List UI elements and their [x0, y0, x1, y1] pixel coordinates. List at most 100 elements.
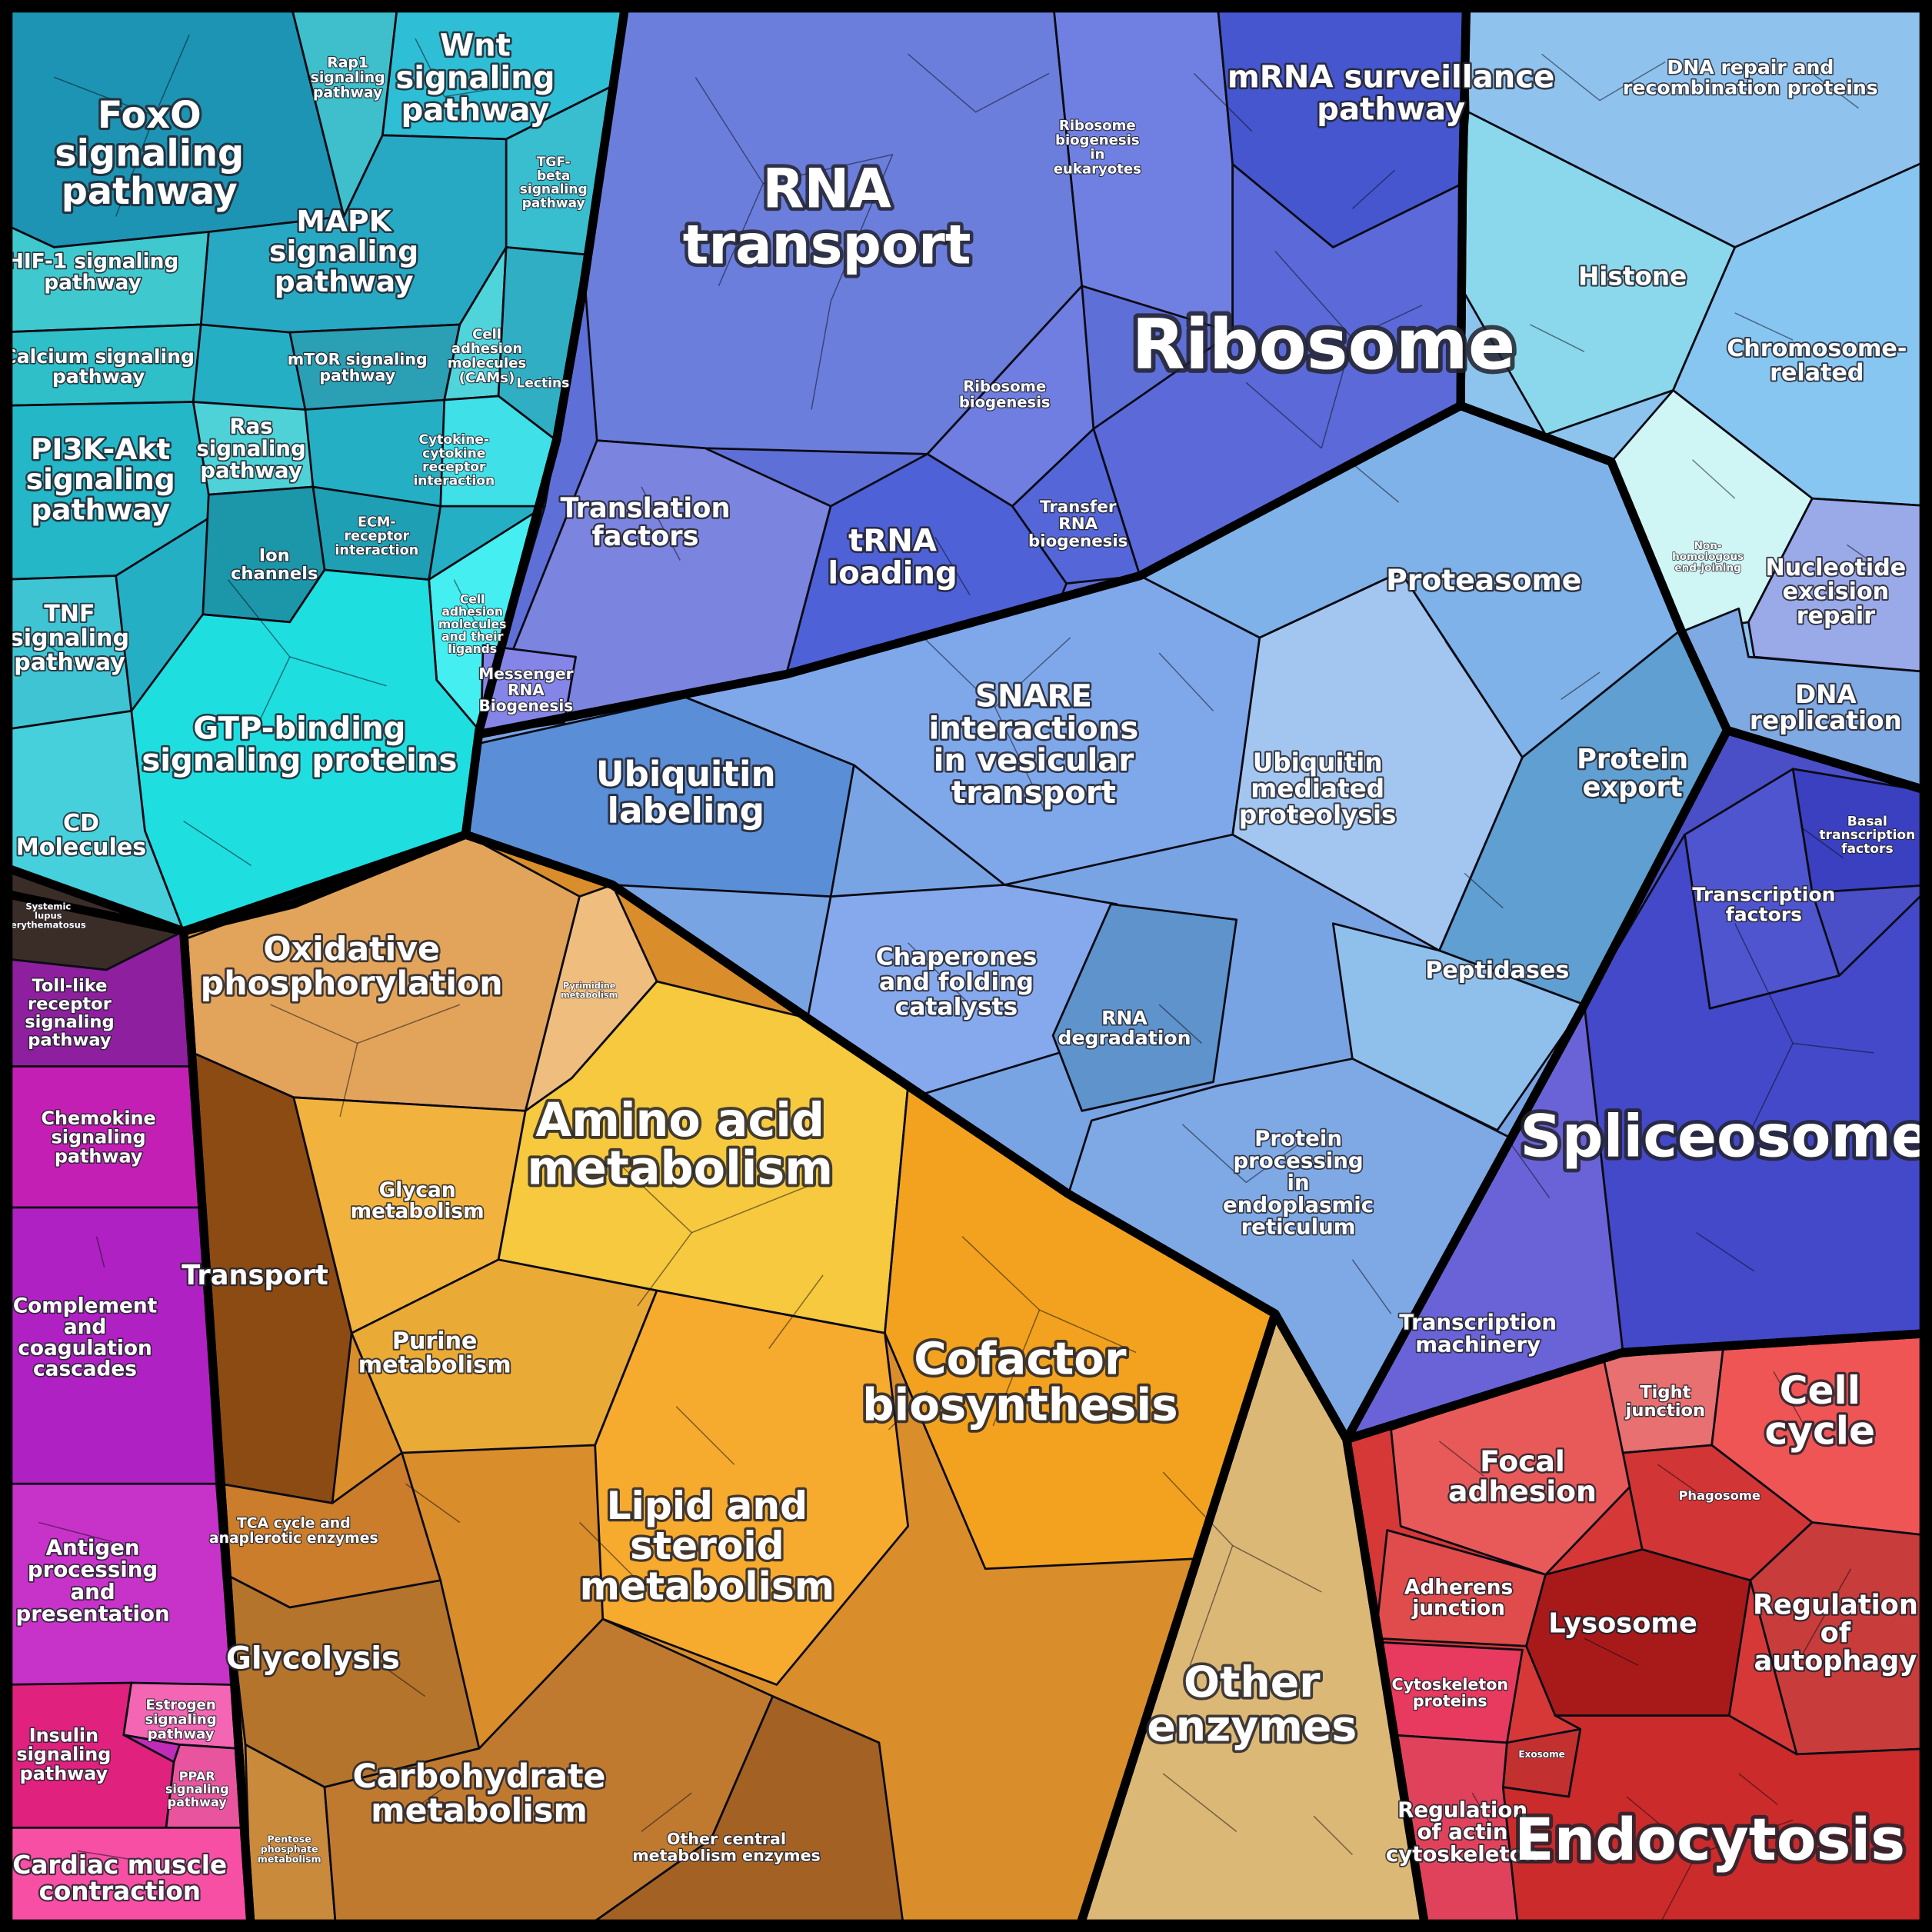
- immune-organismal-border: [0, 861, 256, 1932]
- metabolism-subdivision-10: [370, 1657, 426, 1697]
- translation-rna-subdivision-11: [934, 536, 971, 596]
- signaling-pathways-subdivision-7: [38, 637, 78, 668]
- translation-rna-subdivision-10: [641, 486, 681, 561]
- metabolism-subdivision-4: [768, 1274, 824, 1349]
- cellular-processes-subdivision-5: [1626, 1796, 1697, 1929]
- translation-rna-subdivision-12: [1351, 463, 1400, 503]
- immune-organismal-subdivision-2: [77, 1850, 152, 1864]
- dna-maintenance-subdivision-1: [1811, 72, 1859, 109]
- pi3k-akt-signaling-pathway-cell[interactable]: [0, 401, 229, 581]
- rna-degradation-cell[interactable]: [1051, 903, 1238, 1112]
- folding-sorting-degradation-subdivision-1: [994, 707, 1044, 808]
- cellular-processes-subdivision-6: [1696, 1819, 1794, 1856]
- other-enzymes-region-subdivision-1: [1232, 1544, 1322, 1593]
- translation-rna-subdivision-9: [1351, 169, 1396, 209]
- cellular-processes-subdivision-2: [1773, 1371, 1805, 1427]
- glycolysis-label: Glycolysis: [226, 1641, 400, 1676]
- metabolism-subdivision-9: [405, 1483, 461, 1524]
- translation-rna-subdivision-6: [1352, 305, 1423, 339]
- peptidases-label: Peptidases: [1425, 958, 1569, 984]
- dna-maintenance-subdivision-3: [1734, 312, 1794, 341]
- endocytosis-cell[interactable]: [1501, 1714, 1932, 1932]
- dna-maintenance-subdivision-5: [1847, 544, 1887, 573]
- exosome-label: Exosome: [1518, 1749, 1564, 1760]
- metabolism-subdivision-8: [1039, 1309, 1137, 1354]
- other-central-metabolism-enzymes-cell[interactable]: [578, 1695, 905, 1932]
- transcription-splicing-subdivision-2: [1696, 1232, 1755, 1272]
- phagosome-label: Phagosome: [1678, 1488, 1760, 1503]
- cd-molecules-cell[interactable]: [0, 710, 185, 933]
- immune-organismal-subdivision-1: [38, 1521, 112, 1543]
- peptidases-cell[interactable]: [1331, 922, 1586, 1131]
- antigen-processing-and-presentation-cell[interactable]: [0, 1482, 233, 1686]
- cardiac-muscle-contraction-cell[interactable]: [0, 1826, 252, 1932]
- signaling-pathways-subdivision-5: [183, 820, 251, 867]
- cellular-processes-subdivision-7: [1471, 1792, 1500, 1840]
- metabolism-subdivision-13: [888, 1391, 928, 1431]
- dna-maintenance-subdivision-0: [1541, 53, 1666, 102]
- regulation-of-autophagy-cell[interactable]: [1749, 1521, 1932, 1756]
- folding-sorting-degradation-subdivision-3: [1444, 641, 1477, 688]
- lectins-label: Lectins: [516, 375, 569, 391]
- other-enzymes-region-border: [1074, 1309, 1431, 1932]
- metabolism-subdivision-6: [675, 1406, 735, 1465]
- folding-sorting-degradation-subdivision-6: [1158, 1004, 1202, 1044]
- transcription-splicing-subdivision-3: [1800, 826, 1844, 858]
- dna-maintenance-subdivision-4: [1692, 459, 1736, 499]
- other-enzymes-region-subdivision-2: [1162, 1773, 1237, 1832]
- cellular-processes-subdivision-4: [1584, 1637, 1639, 1667]
- folding-sorting-degradation-subdivision-8: [1351, 1259, 1392, 1314]
- other-enzymes-region-subdivision-3: [1313, 1815, 1353, 1856]
- translation-rna-subdivision-7: [1245, 381, 1322, 449]
- cellular-processes-subdivision-3: [1800, 1568, 1852, 1658]
- metabolism-subdivision-12: [641, 1792, 692, 1832]
- ribosome-label: Ribosome: [1131, 305, 1515, 385]
- metabolism-subdivision-5: [579, 1521, 638, 1581]
- hif-1-signaling-pathway-cell[interactable]: [0, 221, 210, 334]
- folding-sorting-degradation-subdivision-4: [1561, 671, 1601, 700]
- metabolism-subdivision-3: [691, 1185, 808, 1234]
